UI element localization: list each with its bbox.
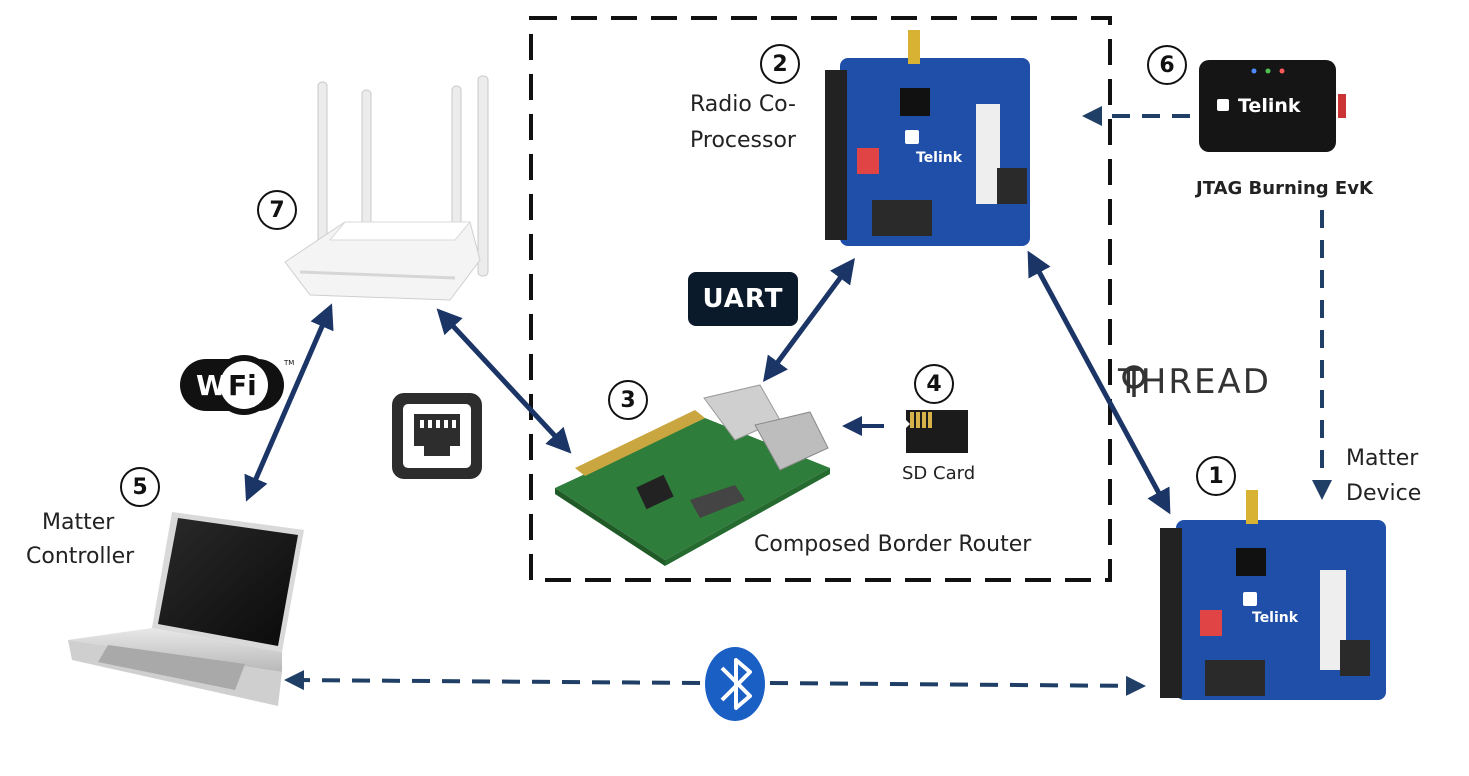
badge-3: 3 <box>608 380 648 420</box>
rcp-board <box>825 30 1030 246</box>
bluetooth-link-left <box>284 670 701 691</box>
jtag-label: JTAG Burning EvK <box>1196 178 1373 199</box>
rcp-label-line2: Processor <box>690 128 796 153</box>
matter-device-board <box>1160 490 1386 700</box>
wifi-link-arrow <box>244 303 334 502</box>
ethernet-link-arrow <box>436 308 572 454</box>
uart-badge: UART <box>688 272 798 326</box>
wifi-logo: Wi Fi TM <box>180 355 294 415</box>
badge-1: 1 <box>1196 456 1236 496</box>
wifi-fi-text: Fi <box>228 369 257 402</box>
thread-logo-icon <box>1122 365 1146 397</box>
device-telink-text: Telink <box>1252 610 1299 626</box>
ethernet-icon <box>392 393 482 479</box>
wifi-wi-text: Wi <box>196 369 236 402</box>
matter-controller-label-line2: Controller <box>26 544 135 569</box>
jtag-telink-text: Telink <box>1238 95 1301 117</box>
matter-device-label-line2: Device <box>1346 481 1422 506</box>
badge-4: 4 <box>914 364 954 404</box>
badge-6: 6 <box>1147 45 1187 85</box>
bluetooth-icon <box>705 647 765 721</box>
laptop <box>68 512 304 706</box>
badge-7: 7 <box>257 190 297 230</box>
badge-5: 5 <box>120 467 160 507</box>
wifi-router <box>284 75 489 301</box>
raspberry-pi <box>555 384 830 566</box>
composed-border-router-label: Composed Border Router <box>754 532 1032 557</box>
jtag-device <box>1199 60 1346 152</box>
matter-device-label-line1: Matter <box>1346 446 1419 471</box>
wifi-tm-text: TM <box>283 359 294 367</box>
sd-card <box>906 410 968 453</box>
sd-card-label: SD Card <box>902 463 976 484</box>
uart-link-arrow <box>763 257 855 383</box>
rcp-label-line1: Radio Co- <box>690 92 796 117</box>
badge-2: 2 <box>760 44 800 84</box>
matter-controller-label-line1: Matter <box>42 510 115 535</box>
bluetooth-link-right <box>769 675 1146 696</box>
thread-label: THREAD <box>1118 362 1271 402</box>
rcp-telink-text: Telink <box>916 150 963 166</box>
thread-link-arrow <box>1027 250 1171 515</box>
